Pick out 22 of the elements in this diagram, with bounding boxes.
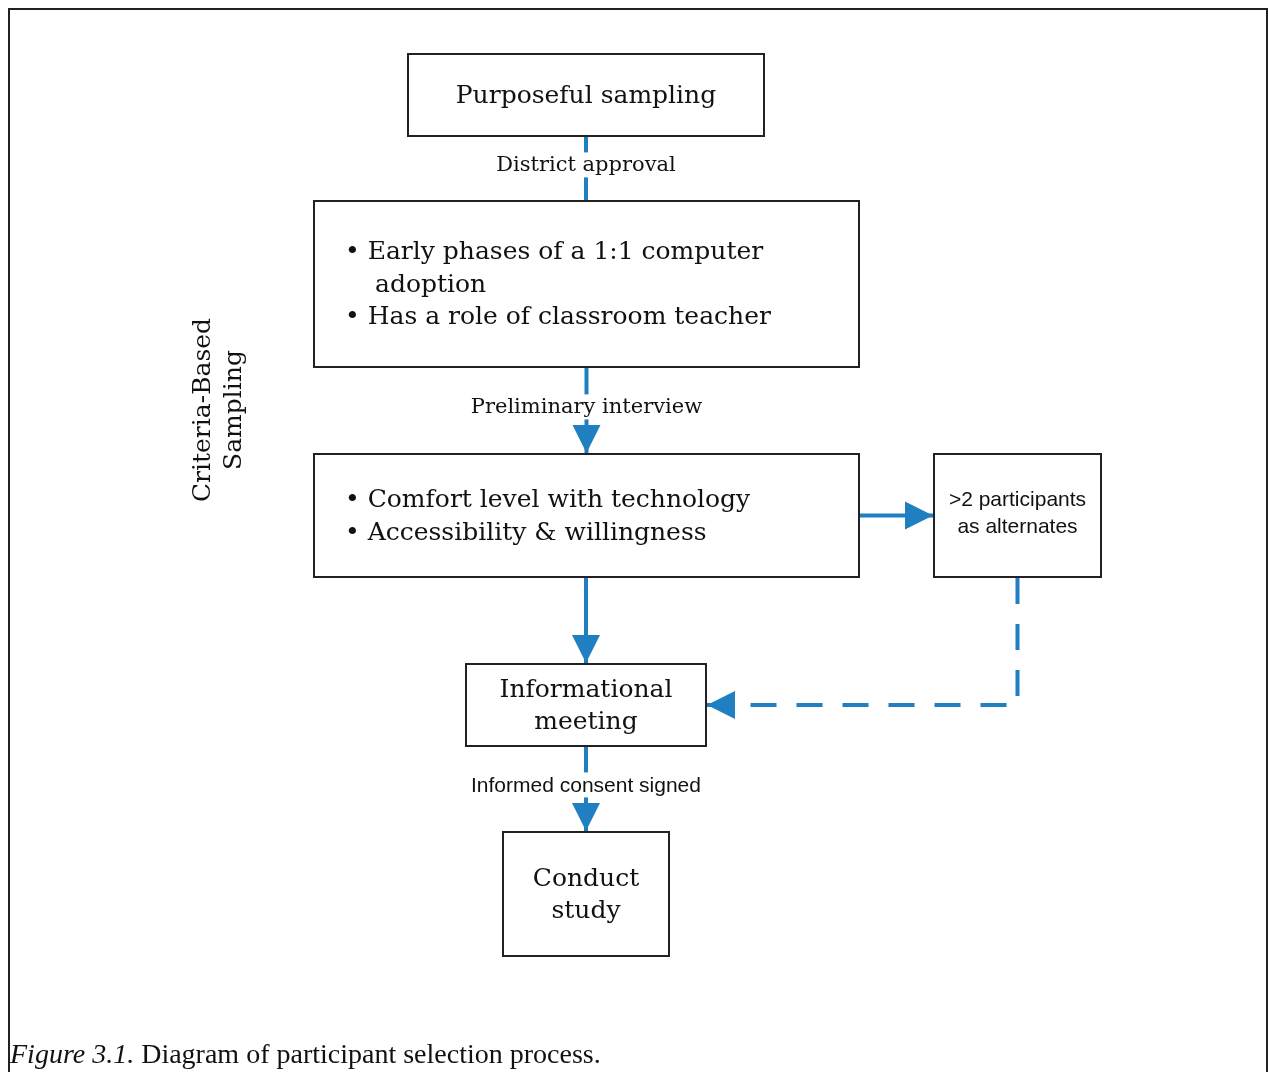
- bullet-item: • Has a role of classroom teacher: [345, 300, 772, 333]
- process-box: [407, 53, 765, 137]
- process-box: [465, 663, 707, 747]
- process-box: [502, 831, 670, 957]
- box-text: Informational meeting: [498, 672, 674, 737]
- process-box: [313, 200, 860, 368]
- edge-label: District approval: [494, 151, 678, 178]
- side-label: Criteria-Based Sampling: [185, 316, 248, 505]
- box-text: Conduct study: [531, 861, 641, 926]
- bullet-item: • Early phases of a 1:1 computer adoption: [345, 235, 765, 300]
- arrow: [572, 578, 600, 663]
- caption: Figure 3.1. Diagram of participant selection process.: [10, 1038, 601, 1070]
- box-text: Purposeful sampling: [455, 78, 717, 111]
- process-box: [933, 453, 1102, 578]
- dashed-arrow: [707, 578, 1020, 719]
- bullet-item: • Accessibility & willingness: [345, 515, 708, 548]
- edge-label: Informed consent signed: [469, 772, 703, 798]
- edge-label: Preliminary interview: [468, 393, 705, 420]
- bullet-item: • Comfort level with technology: [345, 483, 752, 515]
- box-text: >2 participants as alternates: [947, 486, 1088, 540]
- process-box: [313, 453, 860, 578]
- arrow: [860, 501, 933, 530]
